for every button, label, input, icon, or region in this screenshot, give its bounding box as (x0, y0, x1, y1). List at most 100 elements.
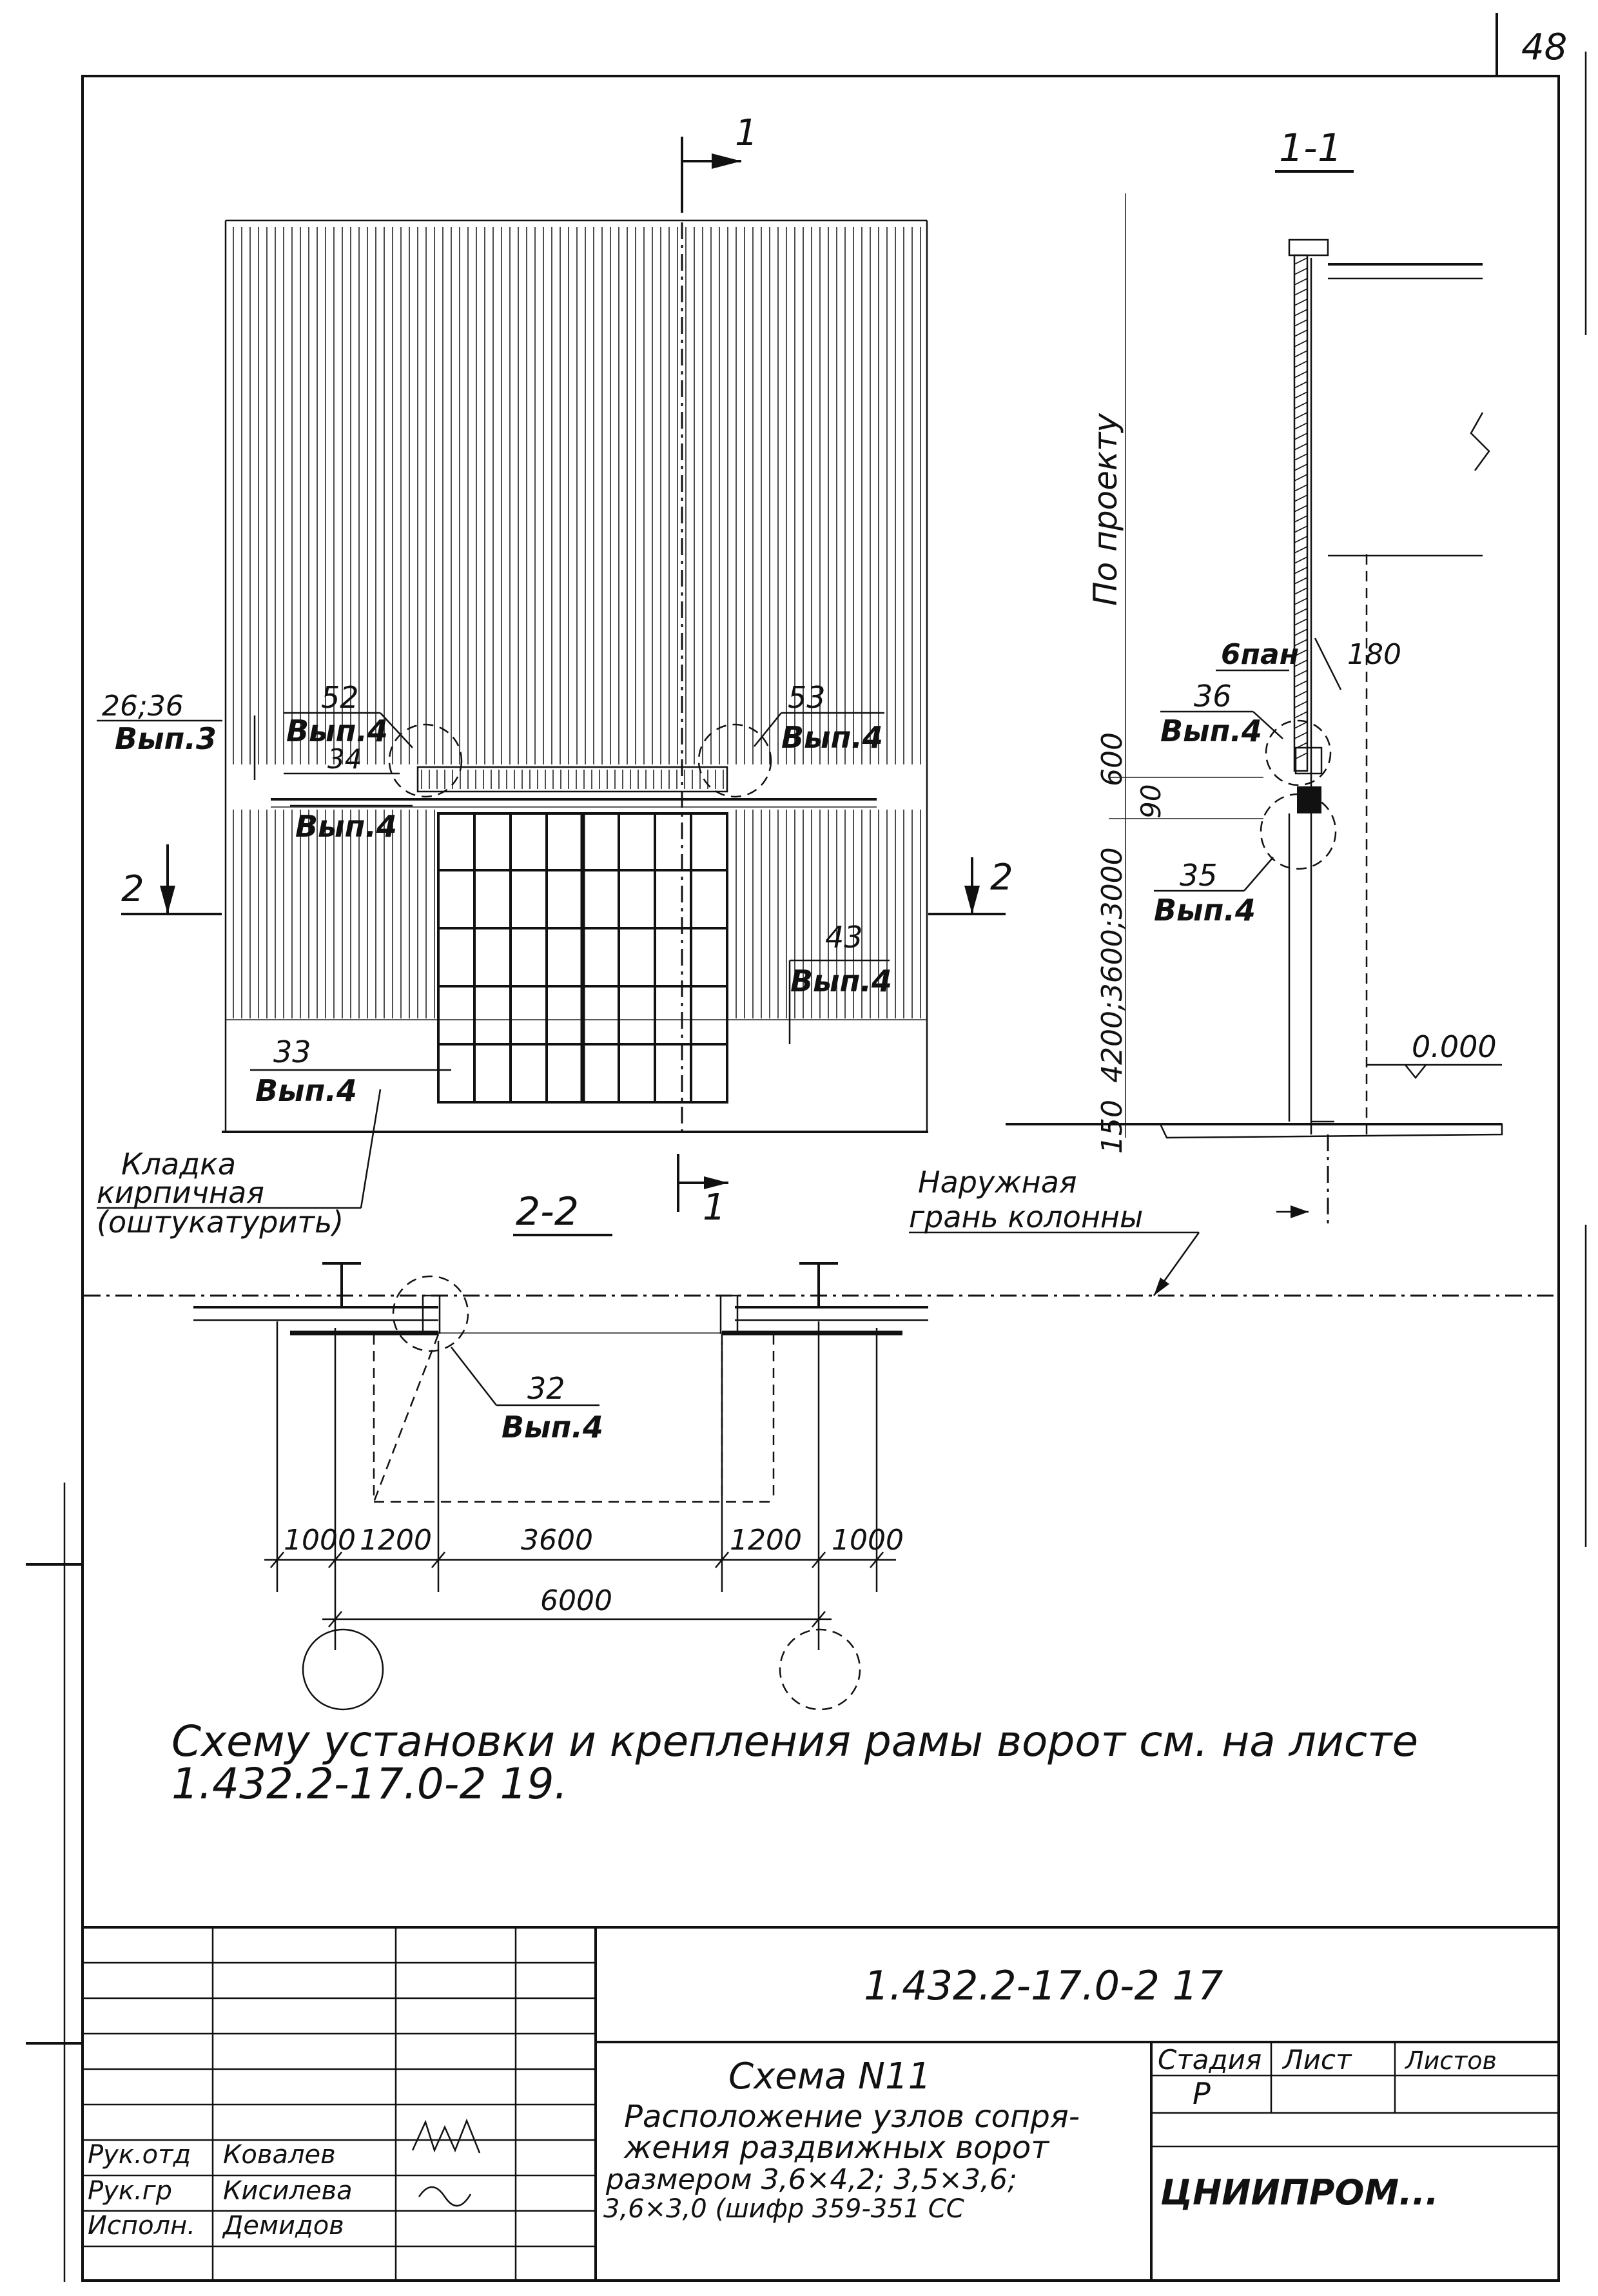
sliding-gate (437, 812, 728, 1104)
panel-label: 6пан (1221, 638, 1299, 671)
wall-section-hatch (1294, 257, 1308, 760)
section-hatch-line (1294, 474, 1308, 482)
section-hatch-line (1294, 670, 1308, 677)
section-hatch-line (1294, 309, 1308, 316)
sheets-header: Листов (1404, 2047, 1497, 2075)
sig-role-2: Рук.гр (88, 2176, 172, 2206)
section-hatch-line (1294, 567, 1308, 574)
section-hatch-line (1294, 680, 1308, 688)
callout-26-36-num: 26;36 (102, 690, 184, 723)
page-number: 48 (1521, 26, 1567, 68)
section-1-1-title: 1-1 (1279, 126, 1342, 171)
section-hatch-line (1294, 360, 1308, 368)
lintel-hatch (421, 770, 724, 789)
dim-1000-left: 1000 (284, 1524, 356, 1557)
dim-180: 180 (1347, 638, 1401, 671)
section-hatch-line (1294, 268, 1308, 275)
section-hatch-line (1294, 329, 1308, 337)
wall-cladding-ribs (233, 227, 921, 1018)
section-1-1-marks: 1 1 (677, 112, 758, 1229)
organization: ЦНИИПРОМ... (1160, 2172, 1439, 2213)
callout-33-num: 33 (273, 1035, 311, 1069)
sheet-header: Лист (1281, 2044, 1352, 2076)
node-35-circle (1260, 793, 1337, 870)
section-hatch-line (1294, 536, 1308, 543)
section-hatch-line (1294, 752, 1308, 760)
section-hatch-line (1294, 381, 1308, 389)
section-hatch-line (1294, 659, 1308, 667)
section-hatch-line (1294, 371, 1308, 378)
callout-32-num: 32 (527, 1371, 565, 1406)
callout-52-num: 52 (321, 680, 359, 715)
section-hatch-line (1294, 494, 1308, 502)
section-mark-bottom: 1 (703, 1187, 726, 1229)
section-mark-top: 1 (735, 112, 758, 154)
sig-role-3: Исполн. (88, 2211, 195, 2241)
callout-35-num: 35 (1180, 858, 1218, 893)
general-note-line2: 1.432.2-17.0-2 19. (171, 1759, 567, 1809)
description-line3: размером 3,6×4,2; 3,5×3,6; (605, 2163, 1017, 2196)
scheme-title: Схема N11 (728, 2056, 931, 2097)
title-block-rows (83, 1961, 596, 2248)
section-hatch-line (1294, 587, 1308, 595)
dim-150: 150 (1096, 1100, 1129, 1154)
dimension-tick (812, 1552, 826, 1568)
section-hatch-line (1294, 639, 1308, 647)
dim-1200-left: 1200 (360, 1524, 432, 1557)
stage-header: Стадия (1158, 2044, 1262, 2076)
masonry-note-line2: кирпичная (97, 1175, 264, 1210)
section-hatch-line (1294, 515, 1308, 523)
masonry-note-line1: Кладка (121, 1147, 236, 1182)
section-hatch-line (1294, 412, 1308, 420)
masonry-note-line3: (оштукатурить) (97, 1205, 344, 1240)
description-line4: 3,6×3,0 (шифр 359-351 СС (603, 2194, 964, 2224)
section-hatch-line (1294, 453, 1308, 461)
section-hatch-line (1294, 350, 1308, 358)
level-mark: 0.000 (1412, 1029, 1497, 1064)
callout-36-num: 36 (1194, 679, 1232, 714)
section-side-left: 2 (121, 868, 144, 910)
facade-elevation (222, 219, 928, 1133)
column-axis-circle-left (302, 1628, 384, 1711)
project-height-note: По проекту (1087, 413, 1124, 606)
title-block: 1.432.2-17.0-2 17 Схема N11 Расположение… (83, 1926, 1559, 2281)
section-hatch-line (1294, 525, 1308, 533)
callout-43-sheet: Вып.4 (790, 964, 892, 998)
callout-32-sheet: Вып.4 (502, 1410, 603, 1445)
callout-34-num: 34 (327, 743, 362, 775)
section-hatch-line (1294, 598, 1308, 605)
stage-value: Р (1193, 2076, 1211, 2111)
section-hatch-line (1294, 433, 1308, 440)
callout-52-sheet: Вып.4 (286, 714, 388, 748)
callout-53-num: 53 (788, 680, 826, 715)
general-note-line1: Схему установки и крепления рамы ворот с… (171, 1717, 1418, 1766)
section-2-2: 2-2 32 Вып.4 1000 1200 (84, 1189, 1554, 1711)
signature-scribble (411, 2118, 481, 2154)
dim-90: 90 (1135, 784, 1167, 819)
sig-role-1: Рук.отд (88, 2140, 191, 2170)
node-52-circle (388, 723, 463, 798)
sig-name-3: Демидов (222, 2211, 344, 2241)
callout-33-sheet: Вып.4 (255, 1073, 357, 1108)
doc-code: 1.432.2-17.0-2 17 (864, 1962, 1223, 2009)
callout-35-sheet: Вып.4 (1154, 893, 1256, 928)
sheet-frame (26, 13, 1587, 2282)
section-hatch-line (1294, 701, 1308, 708)
node-32-circle (392, 1275, 469, 1352)
dimension-tick (715, 1552, 729, 1568)
callout-34-sheet: Вып.4 (295, 809, 397, 844)
column-face-note-line2: грань колонны (909, 1200, 1143, 1234)
section-hatch-line (1294, 556, 1308, 564)
section-hatch-line (1294, 618, 1308, 626)
section-hatch-line (1294, 402, 1308, 409)
node-53-circle (697, 723, 772, 798)
section-hatch-line (1294, 319, 1308, 327)
section-hatch-line (1294, 288, 1308, 296)
dim-3600: 3600 (521, 1524, 593, 1557)
section-hatch-line (1294, 721, 1308, 729)
section-hatch-line (1294, 711, 1308, 719)
section-hatch-line (1294, 577, 1308, 585)
dim-6000: 6000 (540, 1584, 612, 1617)
dimension-ticks (270, 1552, 884, 1628)
